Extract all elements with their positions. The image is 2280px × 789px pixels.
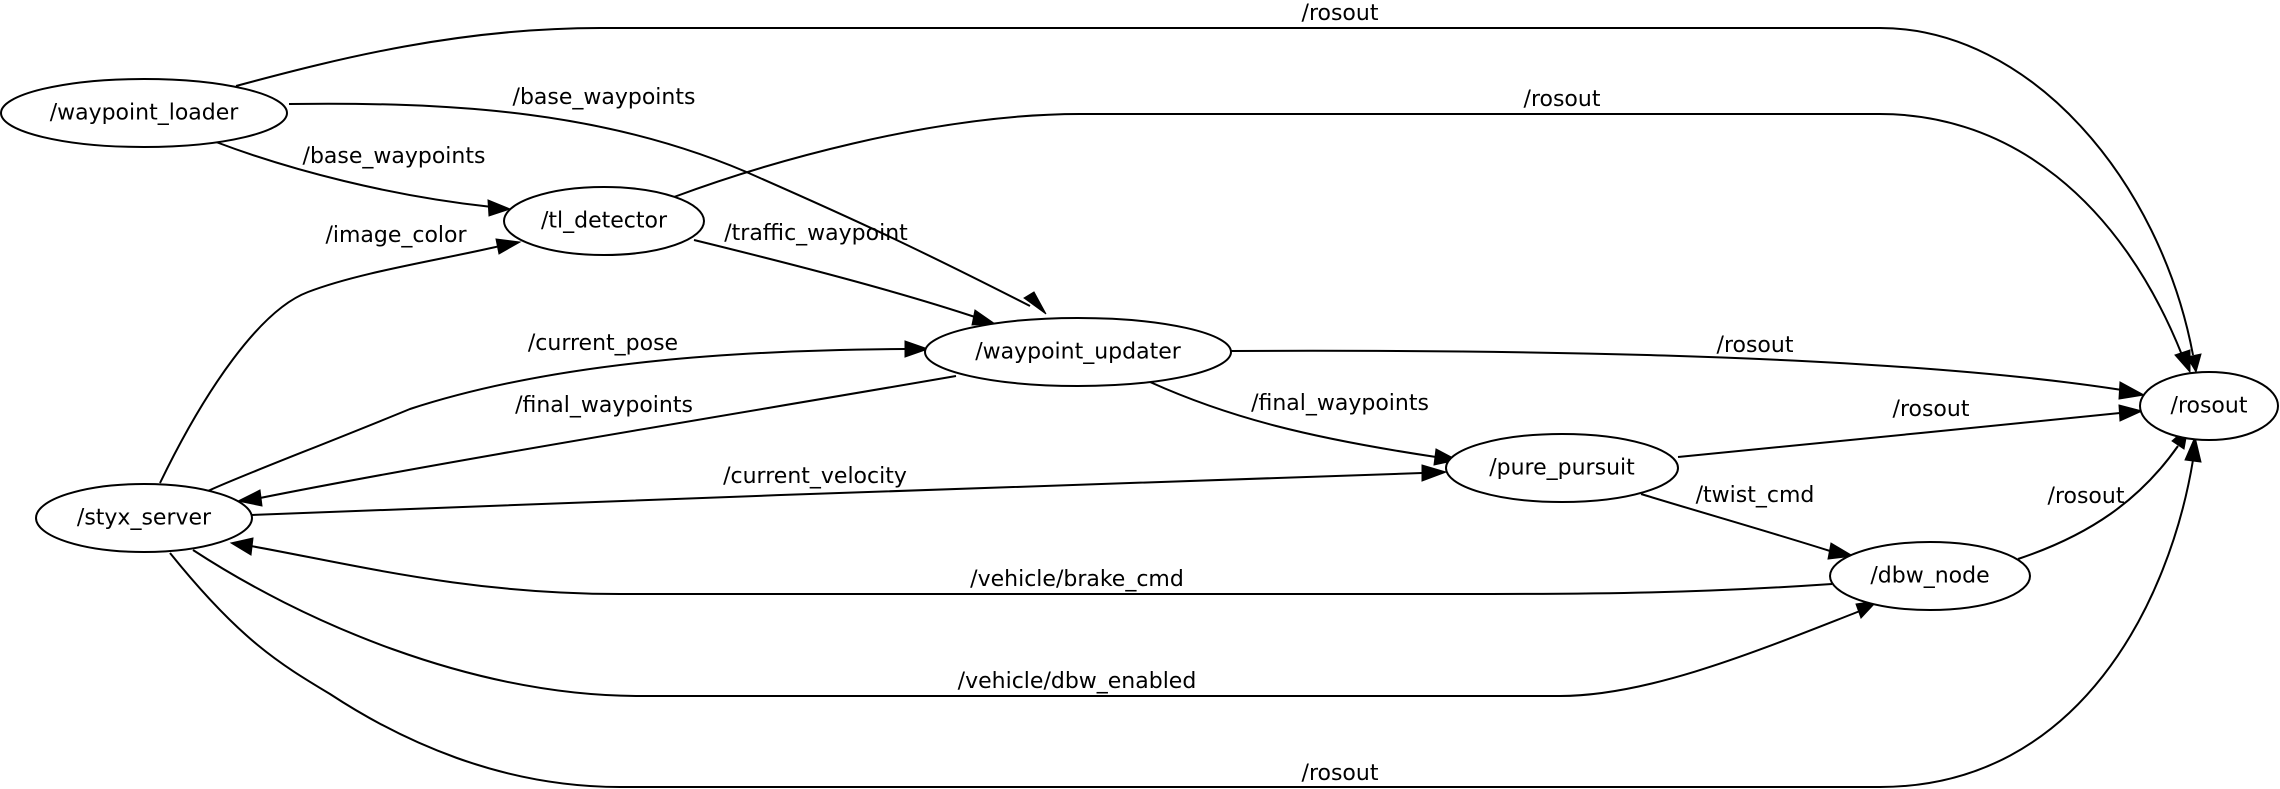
edge-waypoint-updater-to-pure-pursuit: /final_waypoints	[1149, 381, 1459, 466]
edge-label-current-velocity: /current_velocity	[723, 464, 907, 489]
edge-pure-pursuit-to-dbw-node: /twist_cmd	[1640, 483, 1855, 560]
edge-styx-server-to-dbw-node: /vehicle/dbw_enabled	[192, 549, 1879, 697]
edge-label-vehicle-brake-cmd: /vehicle/brake_cmd	[970, 567, 1184, 592]
edge-label-rosout: /rosout	[1717, 333, 1794, 358]
edge-styx-server-to-pure-pursuit: /current_velocity	[250, 464, 1448, 516]
edge-label-current-pose: /current_pose	[528, 331, 678, 356]
edge-waypoint-updater-to-styx-server: /final_waypoints	[236, 375, 957, 507]
edge-dbw-node-to-rosout: /rosout	[2017, 425, 2189, 560]
edge-label-rosout: /rosout	[2048, 484, 2125, 509]
node-label-dbw-node: /dbw_node	[1870, 564, 1989, 589]
edge-label-vehicle-dbw-enabled: /vehicle/dbw_enabled	[958, 669, 1197, 694]
node-label-waypoint-loader: /waypoint_loader	[50, 101, 240, 126]
node-pure-pursuit[interactable]: /pure_pursuit	[1445, 433, 1679, 503]
edge-label-final-waypoints: /final_waypoints	[1251, 391, 1429, 416]
edge-waypoint-loader-to-waypoint-updater: /base_waypoints	[288, 85, 1047, 315]
edge-waypoint-loader-to-rosout: /rosout	[235, 1, 2202, 374]
node-label-waypoint-updater: /waypoint_updater	[975, 340, 1182, 365]
node-tl-detector[interactable]: /tl_detector	[503, 186, 705, 256]
edge-label-final-waypoints: /final_waypoints	[515, 393, 693, 418]
edge-dbw-node-to-styx-server: /vehicle/brake_cmd	[229, 537, 1833, 595]
edge-label-image-color: /image_color	[325, 223, 467, 248]
edge-label-rosout: /rosout	[1524, 87, 1601, 112]
node-label-tl-detector: /tl_detector	[541, 209, 668, 234]
edge-tl-detector-to-waypoint-updater: /traffic_waypoint	[693, 221, 997, 326]
edge-styx-server-to-waypoint-updater: /current_pose	[207, 331, 930, 492]
node-dbw-node[interactable]: /dbw_node	[1829, 541, 2031, 611]
edge-label-rosout: /rosout	[1893, 397, 1970, 422]
edge-label-rosout: /rosout	[1302, 761, 1379, 786]
edge-label-base-waypoints: /base_waypoints	[513, 85, 696, 110]
node-rosout[interactable]: /rosout	[2139, 371, 2279, 441]
node-waypoint-loader[interactable]: /waypoint_loader	[0, 78, 288, 148]
node-waypoint-updater[interactable]: /waypoint_updater	[924, 317, 1232, 387]
edge-label-traffic-waypoint: /traffic_waypoint	[724, 221, 908, 246]
node-label-pure-pursuit: /pure_pursuit	[1489, 456, 1635, 481]
edge-waypoint-loader-to-tl-detector: /base_waypoints	[215, 141, 512, 217]
edge-styx-server-to-tl-detector: /image_color	[159, 223, 522, 484]
edge-pure-pursuit-to-rosout: /rosout	[1677, 397, 2144, 458]
edge-waypoint-updater-to-rosout: /rosout	[1230, 333, 2146, 400]
node-label-rosout: /rosout	[2171, 394, 2248, 419]
edge-styx-server-to-rosout: /rosout	[169, 435, 2202, 788]
edge-label-base-waypoints: /base_waypoints	[303, 144, 486, 169]
edge-label-twist-cmd: /twist_cmd	[1696, 483, 1815, 508]
edge-tl-detector-to-rosout: /rosout	[673, 87, 2191, 374]
edge-label-rosout: /rosout	[1302, 1, 1379, 26]
node-label-styx-server: /styx_server	[77, 506, 212, 531]
node-styx-server[interactable]: /styx_server	[35, 483, 253, 553]
